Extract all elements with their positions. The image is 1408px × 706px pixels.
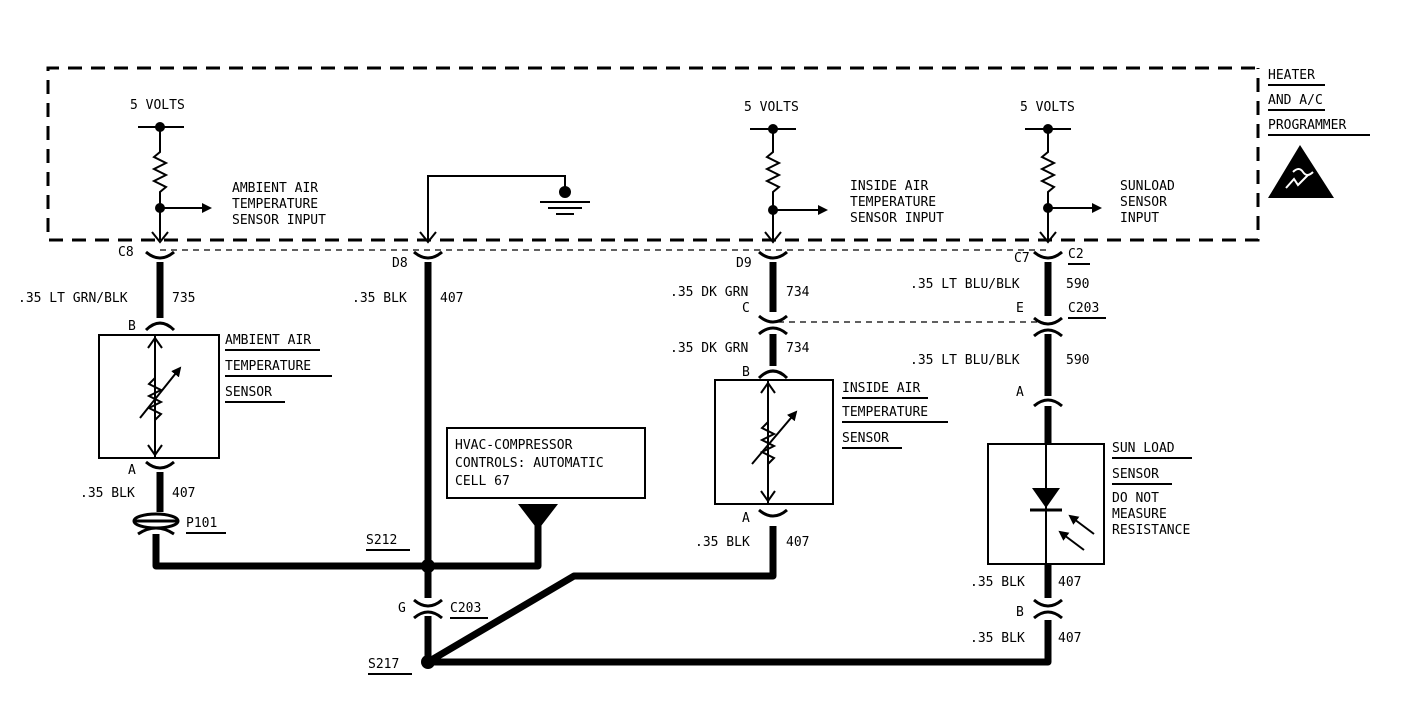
electrostatic-discharge-warning-icon [1268, 145, 1334, 198]
sun-connector-b: B [1016, 605, 1024, 620]
inside-input-label-3: SENSOR INPUT [850, 211, 944, 226]
sun-signal-upper-wire-label: .35 LT BLU/BLK [910, 277, 1020, 292]
connector-c2: C2 [1068, 247, 1084, 262]
connector-c7: C7 [1014, 251, 1030, 266]
inside-input-label-2: TEMPERATURE [850, 195, 936, 210]
sun-connector-a: A [1016, 385, 1024, 400]
sun-sensor-label-1: SUN LOAD [1112, 441, 1175, 456]
ambient-ground-wire-label: .35 BLK [80, 486, 135, 501]
sun-connector-e: E [1016, 301, 1024, 316]
sunload-input-label-2: SENSOR [1120, 195, 1167, 210]
ambient-input-label-3: SENSOR INPUT [232, 213, 326, 228]
ambient-input-label-1: AMBIENT AIR [232, 181, 318, 196]
inside-sensor-label-3: SENSOR [842, 431, 889, 446]
p101-pass-through-connector [132, 512, 180, 536]
module-title-line2: AND A/C [1268, 93, 1323, 108]
programmer-module-boundary [46, 66, 1260, 323]
inside-ground-circuit: 407 [786, 535, 809, 550]
module-ground-wire-label: .35 BLK [352, 291, 407, 306]
inside-input-circuit: 5 VOLTS INSIDE AIR TEMPERATURE SENSOR IN… [744, 100, 944, 244]
sunload-input-circuit: 5 VOLTS SUNLOAD SENSOR INPUT [1020, 100, 1175, 244]
ambient-signal-wire-label: .35 LT GRN/BLK [18, 291, 128, 306]
inside-connector-a: A [742, 511, 750, 526]
inside-signal-upper-circuit: 734 [786, 285, 810, 300]
module-ground-circuit: 407 [440, 291, 463, 306]
sunload-supply-label: 5 VOLTS [1020, 100, 1075, 115]
ambient-supply-label: 5 VOLTS [130, 98, 185, 113]
inside-connector-b: B [742, 365, 750, 380]
sun-ground-lower-circuit: 407 [1058, 631, 1081, 646]
hvac-reference-box: HVAC-COMPRESSOR CONTROLS: AUTOMATIC CELL… [446, 427, 646, 499]
inside-signal-lower-circuit: 734 [786, 341, 810, 356]
sun-note-1: DO NOT [1112, 491, 1159, 506]
connector-c203-top: C203 [1068, 301, 1099, 316]
sun-signal-lower-circuit: 590 [1066, 353, 1089, 368]
connector-c8: C8 [118, 245, 134, 260]
module-ground-wire: D8 .35 BLK 407 S212 G C203 S217 [352, 250, 1052, 675]
reference-line2: CONTROLS: AUTOMATIC [455, 456, 604, 471]
connector-d8: D8 [392, 256, 408, 271]
sun-ground-upper-circuit: 407 [1058, 575, 1081, 590]
reference-line3: CELL 67 [455, 474, 510, 489]
inside-sensor-box [714, 379, 834, 505]
splice-s212-label: S212 [366, 533, 397, 548]
sunload-sensor-branch: C7 C2 .35 LT BLU/BLK 590 E C203 .35 LT B… [910, 247, 1192, 646]
inside-input-label-1: INSIDE AIR [850, 179, 928, 194]
connector-g: G [398, 601, 406, 616]
inside-sensor-label-1: INSIDE AIR [842, 381, 920, 396]
sun-ground-upper-wire-label: .35 BLK [970, 575, 1025, 590]
ambient-sensor-label-3: SENSOR [225, 385, 272, 400]
connector-d9: D9 [736, 256, 752, 271]
connector-p101: P101 [186, 516, 217, 531]
inside-thermistor [759, 421, 777, 465]
reference-arrow-icon [518, 504, 558, 530]
ambient-sensor-label-1: AMBIENT AIR [225, 333, 311, 348]
inside-supply-label: 5 VOLTS [744, 100, 799, 115]
splice-s217-label: S217 [368, 657, 399, 672]
sun-note-3: RESISTANCE [1112, 523, 1190, 538]
inside-signal-lower-wire-label: .35 DK GRN [670, 341, 748, 356]
inside-ground-wire-label: .35 BLK [695, 535, 750, 550]
ambient-ground-circuit: 407 [172, 486, 195, 501]
sunload-input-label-3: INPUT [1120, 211, 1159, 226]
reference-line1: HVAC-COMPRESSOR [455, 438, 573, 453]
ambient-connector-a: A [128, 463, 136, 478]
photodiode-icon [1032, 488, 1060, 508]
sun-note-2: MEASURE [1112, 507, 1167, 522]
module-title: HEATER AND A/C PROGRAMMER [1268, 68, 1370, 136]
inside-sensor-label-2: TEMPERATURE [842, 405, 928, 420]
ambient-sensor-label-2: TEMPERATURE [225, 359, 311, 374]
inside-connector-c: C [742, 301, 750, 316]
ambient-input-circuit: 5 VOLTS AMBIENT AIR TEMPERATURE SENSOR I… [130, 98, 326, 244]
ambient-sensor-branch: C8 .35 LT GRN/BLK 735 B AMBIENT AIR TEMP… [18, 245, 428, 570]
sun-signal-lower-wire-label: .35 LT BLU/BLK [910, 353, 1020, 368]
module-internal-ground [419, 175, 590, 244]
connector-c203-bottom: C203 [450, 601, 481, 616]
sun-sensor-label-2: SENSOR [1112, 467, 1159, 482]
module-title-line1: HEATER [1268, 68, 1315, 83]
inside-sensor-branch: D9 .35 DK GRN 734 C .35 DK GRN 734 B INS… [670, 250, 948, 550]
ambient-sensor-box [98, 334, 220, 459]
ambient-connector-b: B [128, 319, 136, 334]
sun-signal-upper-circuit: 590 [1066, 277, 1089, 292]
sunload-input-label-1: SUNLOAD [1120, 179, 1175, 194]
module-title-line3: PROGRAMMER [1268, 118, 1346, 133]
sun-ground-lower-wire-label: .35 BLK [970, 631, 1025, 646]
ambient-input-label-2: TEMPERATURE [232, 197, 318, 212]
ambient-signal-circuit: 735 [172, 291, 195, 306]
inside-signal-upper-wire-label: .35 DK GRN [670, 285, 748, 300]
